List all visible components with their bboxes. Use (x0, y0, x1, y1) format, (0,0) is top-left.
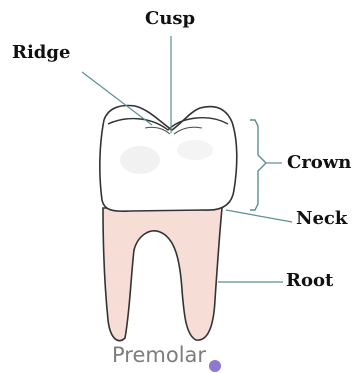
crown-label: Crown (287, 152, 351, 173)
neck-leader-line (226, 210, 292, 222)
neck-label: Neck (296, 208, 347, 229)
crown-shading (120, 146, 160, 174)
cusp-label: Cusp (145, 8, 195, 29)
crown-bracket (250, 120, 266, 210)
premolar-caption: Premolar (112, 343, 206, 367)
ridge-label: Ridge (12, 42, 70, 63)
crown-shading (177, 140, 213, 160)
tooth-root (103, 208, 222, 341)
accent-dot (209, 360, 221, 372)
root-label: Root (286, 270, 333, 291)
